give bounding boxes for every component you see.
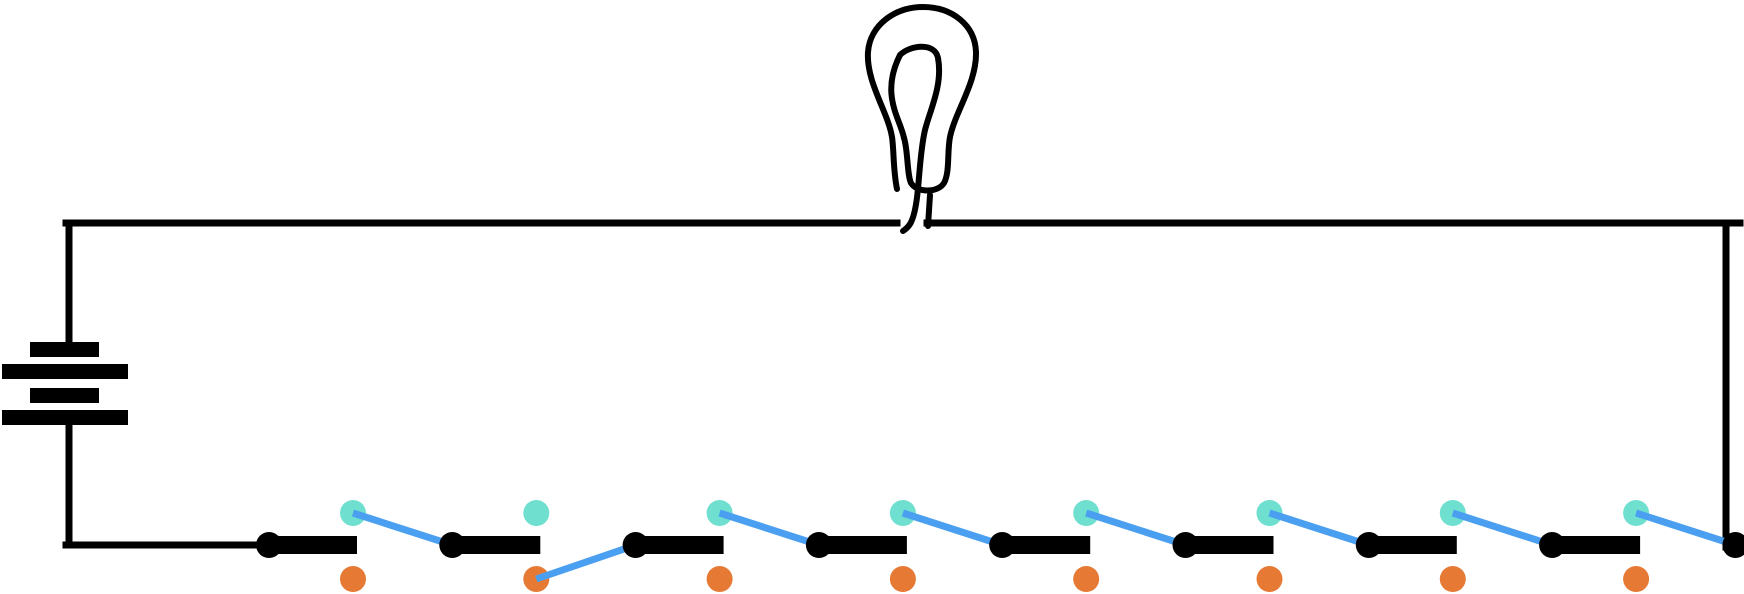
switch-contact-upper [523, 500, 550, 526]
bulb-lead [925, 192, 933, 229]
switch-pivot [1172, 532, 1199, 558]
switch-contact-lower [340, 566, 366, 592]
switch-lever[interactable] [351, 509, 454, 549]
switch-lever[interactable] [1085, 509, 1187, 549]
switch-pivot [1722, 532, 1744, 558]
bulb-glass [864, 4, 980, 194]
battery-plate-short [30, 342, 99, 357]
switch-pivot [1539, 532, 1566, 558]
switch-contact-lower [1073, 566, 1100, 592]
switch-pivot [1355, 532, 1382, 558]
switch-contact-lower [889, 566, 916, 592]
circuit-wires [62, 219, 1744, 551]
light-bulb-icon [864, 4, 980, 234]
battery-plate-long [2, 410, 128, 425]
switch-lever[interactable] [1268, 509, 1370, 549]
bulb-filament [888, 43, 943, 234]
switch-lever[interactable] [1635, 509, 1737, 549]
switch-chain [256, 500, 1744, 592]
switch-pivot [989, 532, 1016, 558]
switch-lever[interactable] [1451, 509, 1554, 549]
switch-lever[interactable] [718, 509, 820, 549]
switch-lever[interactable] [535, 541, 637, 583]
switch-contact-lower [706, 566, 733, 592]
battery-plate-long [2, 364, 128, 379]
switch-contact-lower [1623, 566, 1650, 592]
switch-pivot [439, 532, 466, 558]
switch-pivot [805, 532, 832, 558]
switch-pivot [256, 532, 282, 558]
battery-plate-short [30, 388, 99, 403]
switch-lever[interactable] [901, 509, 1004, 549]
battery-icon [2, 342, 128, 425]
switch-contact-lower [1439, 566, 1466, 592]
switch-pivot [622, 532, 649, 558]
switch-contact-lower [1256, 566, 1283, 592]
